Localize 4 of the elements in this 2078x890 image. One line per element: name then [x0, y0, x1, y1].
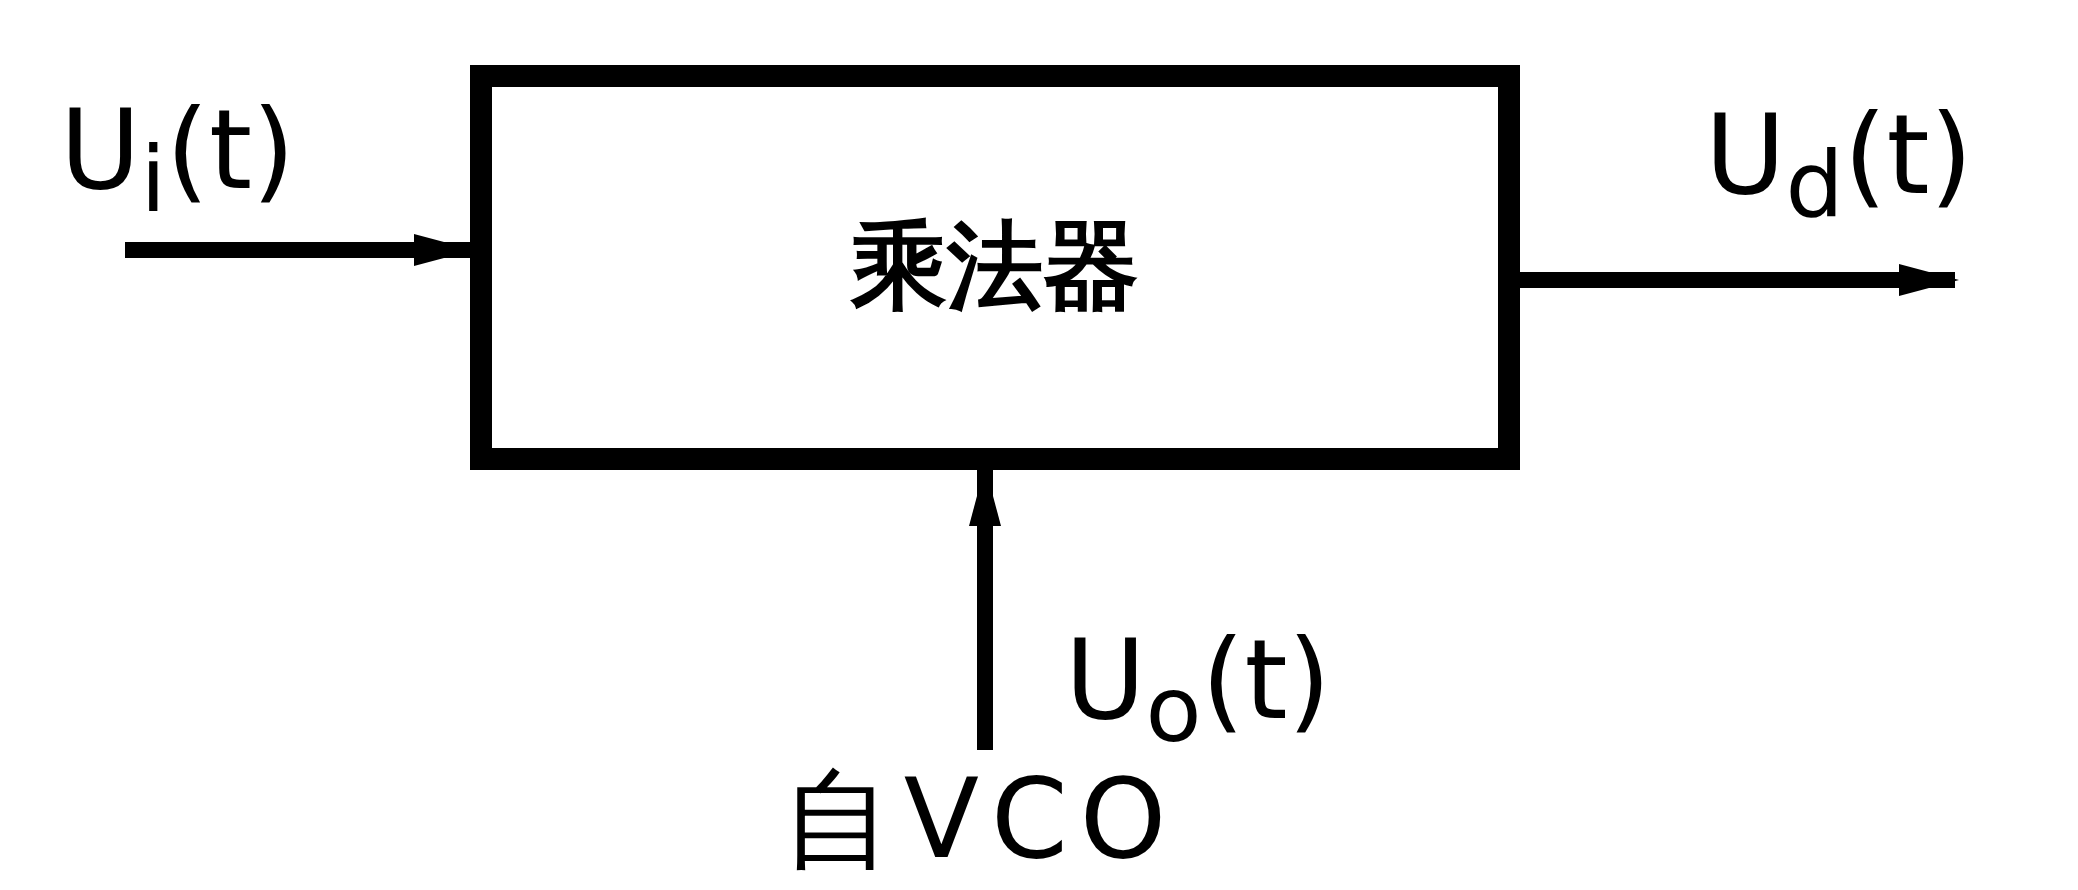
- source-label: 自VCO: [700, 755, 1260, 885]
- box-label: 乘法器: [851, 208, 1139, 324]
- arrow: [1520, 264, 1959, 296]
- process-box: [470, 65, 1520, 470]
